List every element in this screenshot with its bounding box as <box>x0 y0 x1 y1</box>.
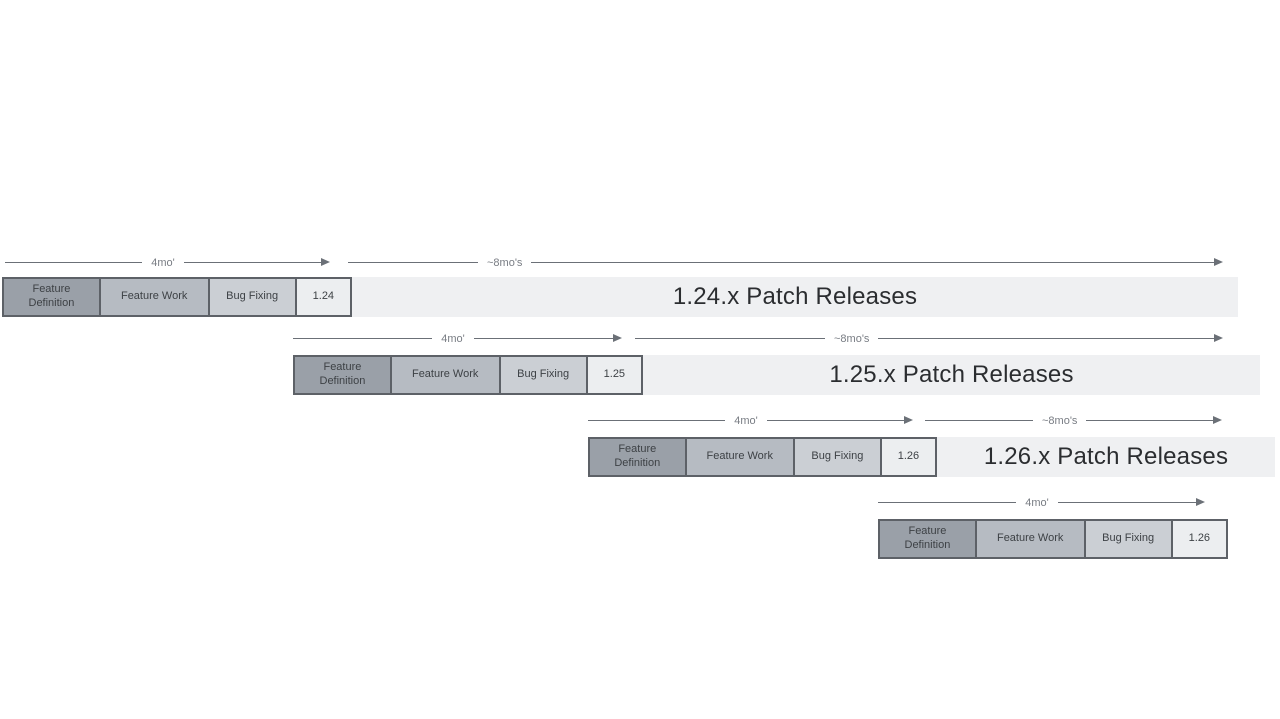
arrow-line <box>531 261 1214 263</box>
cycle-duration-label: 4mo' <box>151 257 175 269</box>
version-box: 1.26 <box>881 439 935 475</box>
arrow-line <box>878 337 1214 339</box>
version-box: 1.25 <box>587 357 641 393</box>
cycle-duration-label: 4mo' <box>441 333 465 345</box>
cycle-duration-arrow: 4mo' <box>878 494 1205 510</box>
phase-box-feature-definition: Feature Definition <box>590 439 687 475</box>
arrow-right-icon <box>1196 498 1205 506</box>
arrow-line <box>5 261 143 263</box>
phase-box-feature-definition: Feature Definition <box>4 279 101 315</box>
phase-box-feature-work: Feature Work <box>391 357 501 393</box>
patch-releases-bar: 1.24.x Patch Releases <box>352 277 1238 317</box>
patch-releases-bar: 1.25.x Patch Releases <box>643 355 1260 395</box>
arrow-line <box>766 419 904 421</box>
patch-duration-arrow: ~8mo's <box>348 254 1223 270</box>
arrow-line <box>1086 419 1213 421</box>
arrow-line <box>293 337 433 339</box>
arrow-line <box>183 261 321 263</box>
version-box: 1.26 <box>1172 521 1226 557</box>
patch-duration-label: ~8mo's <box>487 257 523 269</box>
patch-duration-label: ~8mo's <box>1042 415 1078 427</box>
arrow-right-icon <box>1213 416 1222 424</box>
cycle-duration-label: 4mo' <box>1025 497 1049 509</box>
phase-box-bug-fixing: Bug Fixing <box>500 357 588 393</box>
phase-box-feature-definition: Feature Definition <box>880 521 977 557</box>
arrow-line <box>348 261 478 263</box>
phase-box-feature-definition: Feature Definition <box>295 357 392 393</box>
patch-duration-arrow: ~8mo's <box>925 412 1222 428</box>
arrow-right-icon <box>1214 334 1223 342</box>
phase-box-feature-work: Feature Work <box>976 521 1086 557</box>
arrow-line <box>1057 501 1196 503</box>
cycle-duration-label: 4mo' <box>734 415 758 427</box>
release-cycle-phases: Feature Definition Feature Work Bug Fixi… <box>878 519 1228 559</box>
cycle-duration-arrow: 4mo' <box>293 330 622 346</box>
arrow-right-icon <box>321 258 330 266</box>
arrow-line <box>925 419 1033 421</box>
release-cycle-phases: Feature Definition Feature Work Bug Fixi… <box>588 437 937 477</box>
arrow-line <box>473 337 613 339</box>
arrow-line <box>588 419 726 421</box>
cycle-duration-arrow: 4mo' <box>5 254 330 270</box>
patch-duration-arrow: ~8mo's <box>635 330 1223 346</box>
arrow-line <box>635 337 825 339</box>
arrow-right-icon <box>904 416 913 424</box>
release-cycle-phases: Feature Definition Feature Work Bug Fixi… <box>293 355 643 395</box>
patch-duration-label: ~8mo's <box>834 333 870 345</box>
phase-box-feature-work: Feature Work <box>100 279 210 315</box>
release-cycle-phases: Feature Definition Feature Work Bug Fixi… <box>2 277 352 317</box>
phase-box-feature-work: Feature Work <box>686 439 795 475</box>
phase-box-bug-fixing: Bug Fixing <box>794 439 882 475</box>
cycle-duration-arrow: 4mo' <box>588 412 913 428</box>
arrow-line <box>878 501 1017 503</box>
phase-box-bug-fixing: Bug Fixing <box>209 279 297 315</box>
arrow-right-icon <box>1214 258 1223 266</box>
phase-box-bug-fixing: Bug Fixing <box>1085 521 1173 557</box>
patch-releases-bar: 1.26.x Patch Releases <box>937 437 1275 477</box>
version-box: 1.24 <box>296 279 350 315</box>
arrow-right-icon <box>613 334 622 342</box>
